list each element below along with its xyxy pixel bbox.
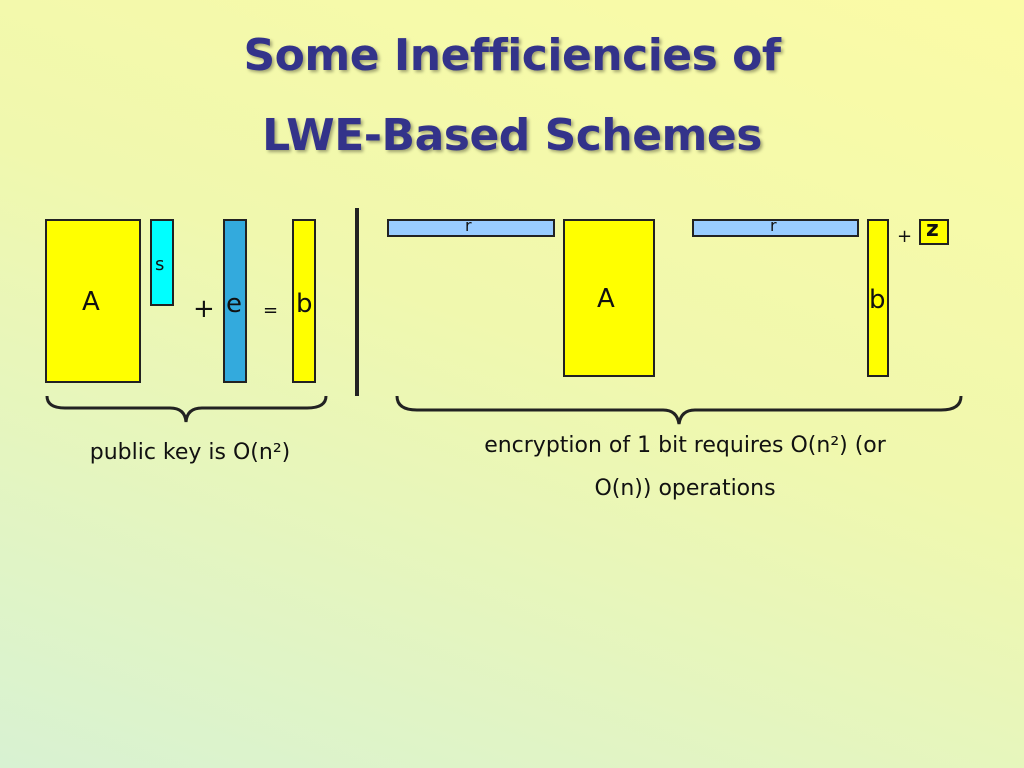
vector-b-right [867,219,889,377]
row-vector-r-1 [387,219,555,237]
right-brace [395,395,963,425]
matrix-a-label: A [82,287,100,317]
noise-z-box [919,219,949,245]
noise-z-label: z [926,217,939,242]
slide-title-line-1: Some Inefficiencies of [243,30,781,81]
public-key-caption: public key is O(n²) [89,440,291,465]
secret-s-label: s [155,254,165,275]
vector-b-label-right: b [869,285,886,315]
error-e-label: e [226,289,242,319]
row-vector-r-2 [692,219,859,237]
matrix-a-block [45,219,141,383]
row-vector-r-2-label: r [770,216,777,235]
left-brace [45,395,328,423]
row-vector-r-1-label: r [465,216,472,235]
result-b-vector [292,219,316,383]
secret-s-vector [150,219,174,306]
result-b-label: b [296,289,313,319]
encryption-caption-line-2: O(n)) operations [594,476,776,501]
divider-line [355,208,359,396]
error-e-vector [223,219,247,383]
matrix-a-block-right [563,219,655,377]
equals-sign: = [263,300,279,321]
plus-sign-right: + [897,226,913,247]
encryption-caption-line-1: encryption of 1 bit requires O(n²) (or [484,433,886,458]
matrix-a-label-right: A [597,284,615,314]
plus-sign-left: + [193,294,215,324]
slide-title-line-2: LWE-Based Schemes [262,110,762,161]
